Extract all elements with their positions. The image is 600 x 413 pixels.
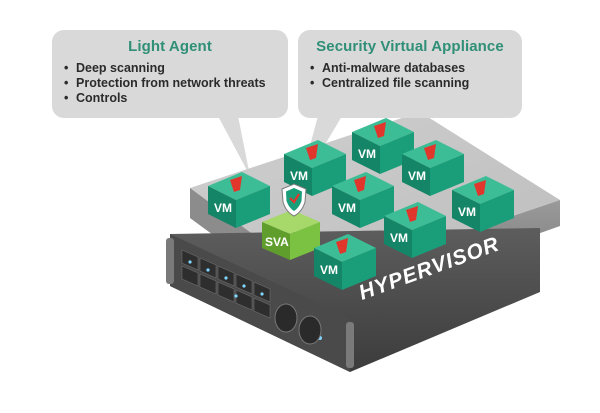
vm-label: VM — [408, 169, 426, 183]
sva-callout-title: Security Virtual Appliance — [316, 38, 504, 55]
vm-label: VM — [338, 201, 356, 215]
rack-drive-bays — [181, 249, 271, 319]
light-agent-callout: Light Agent Deep scanning Protection fro… — [52, 30, 288, 118]
sva-callout-list: Anti-malware databases Centralized file … — [298, 61, 522, 91]
list-item: Controls — [64, 91, 288, 106]
vm-cube: VM — [314, 234, 376, 290]
sva-cube: SVA — [262, 210, 320, 260]
vm-label: VM — [214, 201, 232, 215]
vm-cube: VM — [452, 176, 514, 232]
list-item: Deep scanning — [64, 61, 288, 76]
list-item: Protection from network threats — [64, 76, 288, 91]
light-agent-list: Deep scanning Protection from network th… — [52, 61, 288, 106]
vm-cube: VM — [208, 172, 270, 228]
vm-label: VM — [358, 147, 376, 161]
sva-callout: Security Virtual Appliance Anti-malware … — [298, 30, 522, 118]
list-item: Centralized file scanning — [310, 76, 522, 91]
shield-icon — [281, 183, 307, 217]
rack-fans — [274, 303, 322, 345]
sva-label: SVA — [265, 235, 289, 249]
vm-cube: VM — [284, 140, 346, 196]
vm-cube: VM — [352, 118, 414, 174]
vm-label: VM — [290, 169, 308, 183]
vm-label: VM — [390, 231, 408, 245]
list-item: Anti-malware databases — [310, 61, 522, 76]
rack-handle-left — [166, 238, 174, 284]
server-rack — [170, 228, 540, 372]
light-agent-callout-tail — [218, 116, 250, 176]
light-agent-title: Light Agent — [128, 38, 212, 55]
vm-cube: VM — [384, 202, 446, 258]
vm-label: VM — [458, 205, 476, 219]
vm-label: VM — [320, 263, 338, 277]
vm-cube: VM — [402, 140, 464, 196]
rack-handle-right — [346, 322, 354, 368]
